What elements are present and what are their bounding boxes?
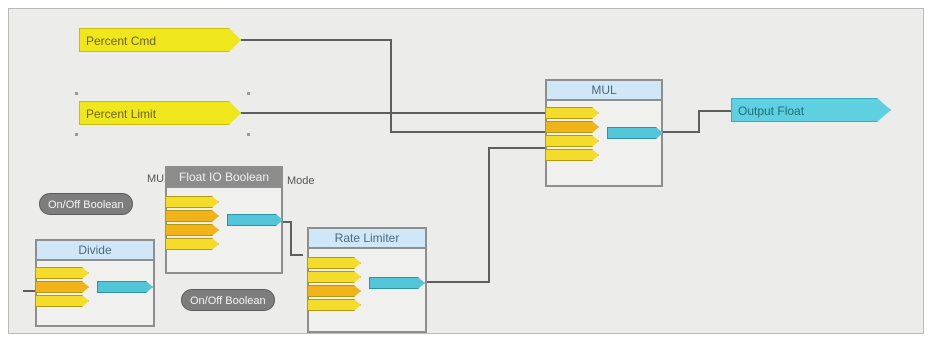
output-float-tag[interactable]: Output Float: [731, 98, 891, 122]
onoff-boolean-label: On/Off Boolean: [190, 295, 266, 307]
rate-limiter-input-port-3[interactable]: [307, 285, 361, 297]
selection-handle: [247, 133, 250, 136]
diagram-canvas: Percent Cmd Percent Limit Output Float O…: [8, 8, 924, 334]
float-io-input-port-4[interactable]: [165, 238, 219, 250]
mul-output-port[interactable]: [607, 127, 663, 139]
mul-input-port-3[interactable]: [545, 135, 599, 147]
wire-mul-to-output: [663, 110, 731, 133]
percent-cmd-tag[interactable]: Percent Cmd: [79, 28, 241, 52]
mul-input-port-4[interactable]: [545, 149, 599, 161]
float-io-input-port-2[interactable]: [165, 210, 219, 222]
onoff-boolean-tag-1[interactable]: On/Off Boolean: [39, 193, 133, 215]
float-io-block-title: Float IO Boolean: [167, 168, 281, 188]
percent-cmd-label: Percent Cmd: [86, 34, 157, 48]
mul-block-title: MUL: [547, 81, 661, 101]
float-io-output-port[interactable]: [227, 214, 283, 226]
float-io-input-port-1[interactable]: [165, 196, 219, 208]
rate-limiter-block-title: Rate Limiter: [309, 229, 425, 249]
divide-block[interactable]: Divide: [35, 239, 155, 327]
float-io-input-port-3[interactable]: [165, 224, 219, 236]
mul-input-port-2[interactable]: [545, 121, 599, 133]
rate-limiter-block[interactable]: Rate Limiter: [307, 227, 427, 333]
connection-wires: [23, 39, 731, 292]
percent-limit-label: Percent Limit: [86, 107, 157, 121]
percent-limit-tag[interactable]: Percent Limit: [79, 101, 241, 125]
divide-output-port[interactable]: [97, 281, 153, 293]
rate-limiter-input-port-2[interactable]: [307, 271, 361, 283]
rate-limiter-input-port-1[interactable]: [307, 257, 361, 269]
wire-rate-limiter-to-mul: [425, 147, 545, 283]
selection-handle: [75, 92, 78, 95]
output-float-label: Output Float: [738, 104, 805, 118]
divide-input-port-3[interactable]: [35, 295, 89, 307]
rate-limiter-output-port[interactable]: [369, 277, 425, 289]
rate-limiter-input-port-4[interactable]: [307, 299, 361, 311]
onoff-boolean-label: On/Off Boolean: [48, 199, 124, 211]
float-io-block[interactable]: Float IO Boolean: [165, 166, 283, 274]
mux-caption-suffix: Mode: [287, 175, 315, 187]
divide-block-title: Divide: [37, 241, 153, 261]
onoff-boolean-tag-2[interactable]: On/Off Boolean: [181, 289, 275, 311]
wire-percent-cmd-to-mul: [241, 39, 545, 133]
selection-handle: [75, 133, 78, 136]
selection-handle: [247, 92, 250, 95]
mul-block[interactable]: MUL: [545, 79, 663, 187]
divide-input-port-2[interactable]: [35, 281, 89, 293]
divide-input-port-1[interactable]: [35, 267, 89, 279]
wire-float-io-to-rate-limiter: [279, 221, 303, 256]
mul-input-port-1[interactable]: [545, 107, 599, 119]
